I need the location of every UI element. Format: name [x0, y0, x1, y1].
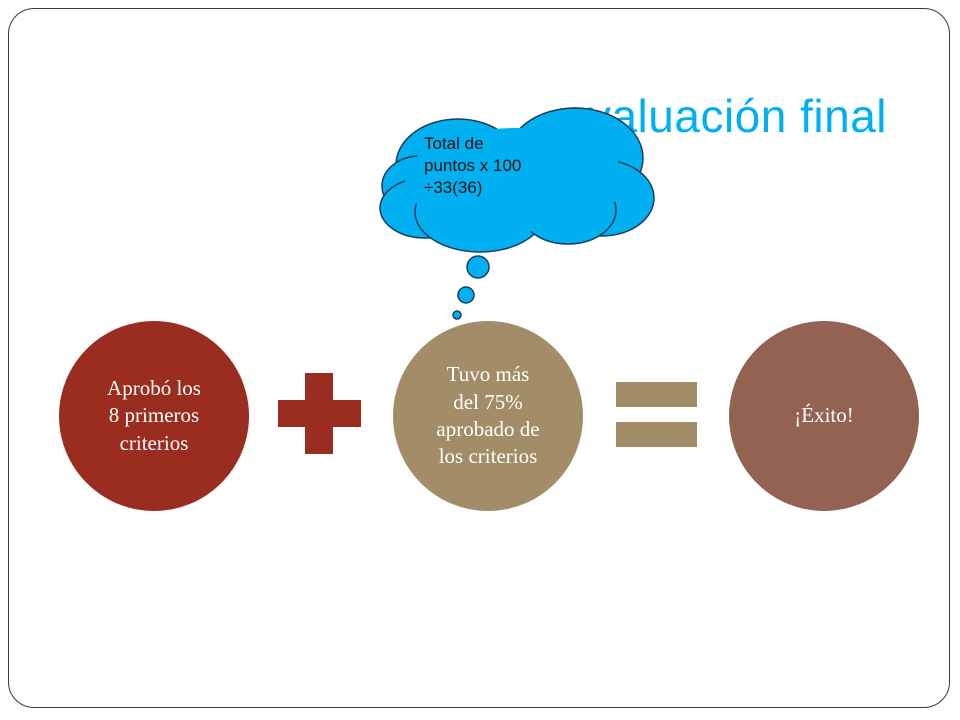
callout-line-3: ÷33(36)	[424, 178, 483, 198]
thought-bubble-large	[466, 255, 490, 279]
step-1-line-1: Aprobó los	[107, 376, 201, 401]
step-circle-over-75-percent: Tuvo más del 75% aprobado de los criteri…	[393, 321, 583, 511]
step-circle-approved-criteria: Aprobó los 8 primeros criterios	[59, 321, 249, 511]
cloud-body	[379, 107, 655, 253]
callout-line-1: Total de	[424, 134, 484, 153]
result-circle-success: ¡Éxito!	[729, 321, 919, 511]
result-label: ¡Éxito!	[794, 403, 854, 428]
step-2-line-1: Tuvo más	[446, 362, 530, 387]
step-2-line-2: del 75%	[453, 389, 523, 414]
callout-line-2: puntos x 100	[424, 156, 522, 176]
step-2-line-3: aprobado de	[436, 417, 540, 441]
thought-bubble-small	[452, 310, 462, 320]
plus-horizontal-bar	[278, 400, 361, 427]
equals-top-bar	[616, 382, 697, 407]
equals-bottom-bar	[616, 422, 697, 447]
step-1-line-2: 8 primeros	[108, 403, 200, 428]
step-2-line-4: los criterios	[438, 444, 538, 469]
thought-cloud-callout	[379, 107, 655, 320]
callout-text: Total de puntos x 100 ÷33(36)	[424, 133, 574, 199]
thought-bubble-medium	[457, 286, 475, 304]
step-1-line-3: criterios	[119, 430, 189, 455]
